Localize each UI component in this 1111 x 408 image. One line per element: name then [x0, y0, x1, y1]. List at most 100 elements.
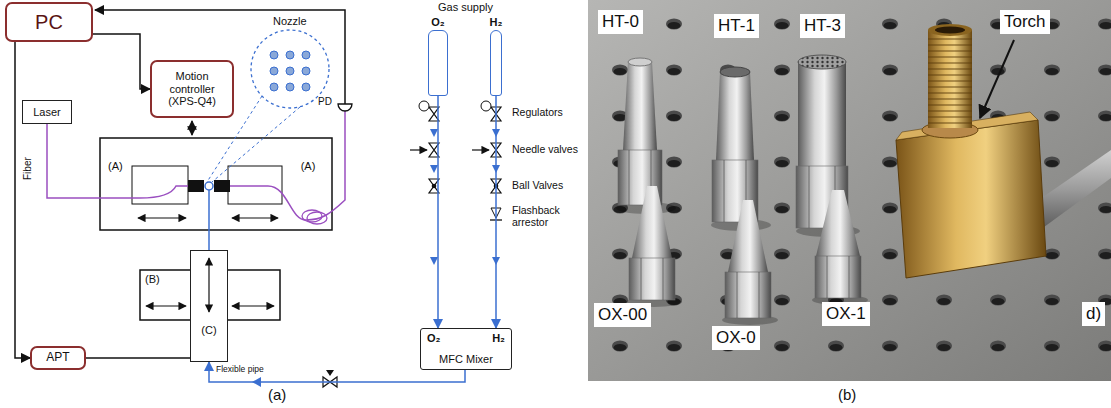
travel-arrow [232, 305, 274, 306]
nozzle-hole [302, 67, 310, 75]
flow-arrow [430, 165, 438, 173]
nozzle-mesh [798, 55, 846, 69]
nozzle-holes [270, 51, 310, 91]
connector [437, 96, 439, 328]
node-text: Laser [33, 106, 61, 119]
laser-box: Laser [22, 100, 72, 124]
pressure-gauge [481, 101, 491, 111]
nozzle-symbol [205, 182, 213, 190]
nozzle-hex [629, 258, 675, 300]
connector [93, 34, 150, 89]
panel-caption: (b) [838, 386, 856, 403]
nozzle-name: HT-1 [714, 14, 759, 38]
nozzle-ox1 [816, 190, 860, 256]
torch-label: Torch [1000, 10, 1050, 34]
connector [15, 42, 30, 358]
fiber-holder [228, 166, 282, 204]
flow-arrow [430, 129, 438, 137]
node-text: APT [46, 351, 69, 365]
nozzle-hole [270, 51, 278, 59]
node-text: Motion controller (XPS-Q4) [155, 70, 229, 108]
torch-bore [935, 27, 965, 34]
thread-lines [928, 34, 972, 124]
motion-link [191, 121, 192, 135]
stage-c: (C) [190, 250, 228, 362]
node-text: (B) [145, 273, 275, 286]
ball-valve-ball [432, 184, 437, 189]
node-text: (A) [108, 160, 194, 173]
nozzle-ht1 [716, 72, 754, 160]
node-text: O₂ [431, 16, 444, 29]
gas-cylinder: H₂ [490, 30, 502, 96]
nozzle-tip [720, 67, 750, 77]
nozzle-ht0 [623, 62, 657, 150]
part-label: Ball Valves [512, 179, 563, 191]
nozzle-hole [270, 83, 278, 91]
node-text: PC [35, 11, 63, 34]
fiber-coil [307, 212, 327, 224]
hex-facet [663, 258, 664, 300]
nozzle-hole [302, 83, 310, 91]
nozzle-zoom [251, 30, 329, 108]
torch-thread [928, 30, 972, 128]
nozzle-tip [628, 58, 652, 66]
connector [86, 357, 190, 359]
gas-pipe [208, 190, 210, 250]
nozzle-hole [286, 51, 294, 59]
mfc-mixer: O₂H₂MFC Mixer [420, 328, 512, 370]
fiber-tip [214, 180, 230, 192]
travel-arrow [208, 258, 209, 312]
fiber-label: Fiber [22, 157, 34, 180]
hex-facet [737, 272, 738, 318]
torch-body [896, 120, 1046, 278]
node-text: (A) [290, 160, 326, 173]
stage-block: (A) [286, 158, 330, 208]
nozzle-hole [286, 83, 294, 91]
stage-block: (A) [104, 158, 198, 208]
nozzle-name: OX-00 [594, 303, 651, 327]
connector [47, 124, 104, 198]
detector-label: PD [318, 96, 332, 108]
nozzle-hex [725, 272, 771, 318]
nozzle-hole [286, 67, 294, 75]
breadboard-plate [588, 0, 1111, 381]
travel-arrow [138, 217, 186, 218]
nozzle-hole [270, 67, 278, 75]
hex-facet [641, 258, 642, 300]
breadboard-holes [588, 0, 1111, 381]
connector [495, 96, 497, 328]
nozzle-name: HT-0 [598, 10, 643, 34]
fiber-tip [188, 180, 204, 192]
nozzle-ht3 [798, 62, 846, 166]
stage-b-outline [140, 270, 280, 320]
fiber-line [104, 186, 188, 198]
flow-arrow [430, 257, 438, 265]
node-text: O₂ [427, 332, 466, 345]
nozzle-name: OX-0 [712, 326, 760, 350]
part-label: Needle valves [512, 143, 578, 155]
nozzle-name: OX-1 [822, 302, 870, 326]
travel-arrow [146, 305, 186, 306]
panel-caption: (a) [268, 386, 286, 403]
nozzle-ox0 [728, 200, 768, 272]
part-label: Regulators [512, 106, 563, 118]
pressure-gauge [419, 101, 429, 111]
node-text: MFC Mixer [427, 353, 505, 366]
nozzle-hole [302, 51, 310, 59]
stage-b: (B)(C) [140, 270, 280, 368]
fiber-line [230, 111, 345, 220]
pipe-label: Flexible pipe [216, 365, 264, 375]
gas-supply-label: Gas supply [438, 1, 493, 14]
controller-box: Motion controller (XPS-Q4) [150, 60, 234, 118]
needle-arrow [410, 149, 427, 150]
pc-box: PC [5, 2, 93, 42]
zoom-line [212, 107, 300, 182]
gas-cylinder: O₂ [428, 30, 448, 96]
leader-arrow [980, 40, 1014, 118]
panel-tag: d) [1082, 302, 1105, 326]
apt-box: APT [30, 346, 86, 370]
hex-facet [724, 160, 725, 222]
nozzle-name: HT-3 [800, 14, 845, 38]
hex-facet [809, 166, 810, 228]
